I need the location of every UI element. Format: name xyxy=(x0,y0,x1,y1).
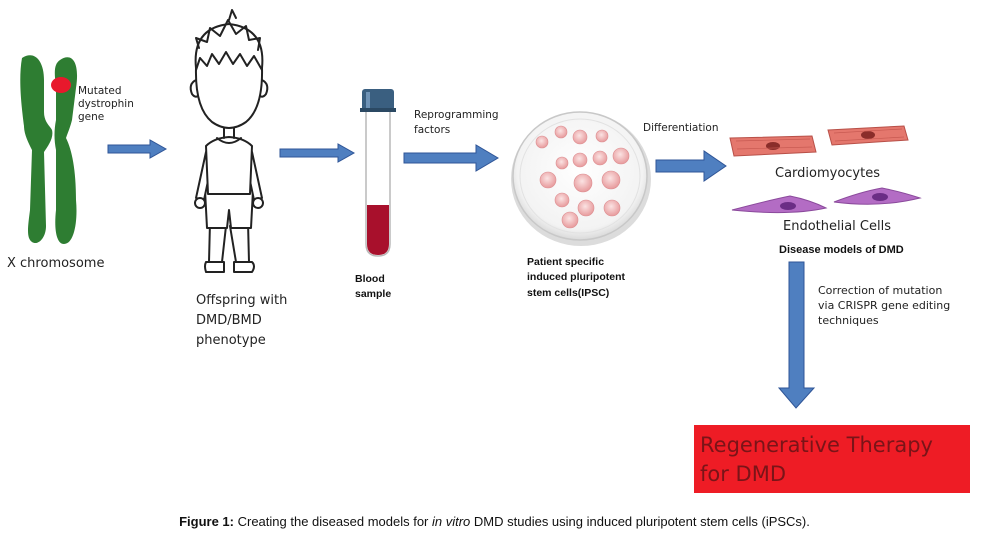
colony xyxy=(554,192,570,208)
shirt xyxy=(205,136,253,195)
mutated-gene-line-1: Mutated xyxy=(78,85,122,97)
endothelial-cell xyxy=(731,195,828,214)
correction-label: Correction of mutation via CRISPR gene e… xyxy=(818,284,950,327)
colony xyxy=(535,135,549,149)
tube-cap-highlight xyxy=(366,92,370,108)
head xyxy=(194,23,264,129)
colony xyxy=(561,211,579,229)
caption-prefix: Figure 1: xyxy=(179,514,234,529)
blood-sample-label: Blood sample xyxy=(355,273,391,300)
mutation-site-marker xyxy=(51,77,71,93)
offspring-line-3: phenotype xyxy=(196,333,266,348)
correction-line-2: via CRISPR gene editing xyxy=(818,299,950,312)
chromatid-left xyxy=(20,55,53,244)
blood-tube xyxy=(360,89,396,257)
offspring-figure xyxy=(189,9,269,273)
reprogramming-line-2: factors xyxy=(414,124,450,136)
correction-line-3: techniques xyxy=(818,314,879,327)
endothelial-cells xyxy=(731,187,922,214)
colony xyxy=(601,170,621,190)
colony xyxy=(612,147,630,165)
ipsc-line-3: stem cells(IPSC) xyxy=(527,287,609,299)
shoe-left xyxy=(204,261,225,273)
colony xyxy=(573,173,593,193)
cardiomyocytes xyxy=(729,125,909,157)
cardiomyocyte-striation xyxy=(833,128,905,142)
mutated-gene-label: Mutated dystrophin gene xyxy=(78,85,134,123)
mutated-gene-line-3: gene xyxy=(78,111,104,123)
colony xyxy=(555,156,569,170)
shorts xyxy=(204,189,254,229)
ear-left xyxy=(189,79,199,98)
endothelial-label: Endothelial Cells xyxy=(783,219,891,234)
hair-fringe xyxy=(195,51,263,71)
ipsc-line-1: Patient specific xyxy=(527,256,604,268)
chromatid-right xyxy=(54,57,78,244)
figure-caption: Figure 1: Creating the diseased models f… xyxy=(0,514,989,529)
petri-dish xyxy=(511,111,651,246)
ipsc-label: Patient specific induced pluripotent ste… xyxy=(527,256,625,299)
caption-text-1: Creating the diseased models for xyxy=(234,514,432,529)
arrow-offspring-to-blood xyxy=(279,143,356,163)
colony xyxy=(595,129,609,143)
colony xyxy=(577,199,595,217)
endothelial-nucleus xyxy=(780,202,796,210)
offspring-label: Offspring with DMD/BMD phenotype xyxy=(196,293,287,348)
therapy-box xyxy=(694,425,970,493)
ipsc-line-2: induced pluripotent xyxy=(527,271,625,283)
colony xyxy=(572,152,588,168)
correction-line-1: Correction of mutation xyxy=(818,284,942,297)
blood-sample-line-2: sample xyxy=(355,288,391,300)
arrow-chromosome-to-offspring xyxy=(107,139,168,159)
tube-cap-rim xyxy=(360,108,396,112)
blood-content xyxy=(367,205,389,255)
hand-right xyxy=(252,197,264,209)
x-chromosome-label: X chromosome xyxy=(7,256,104,271)
endothelial-nucleus xyxy=(872,193,888,201)
colony xyxy=(539,171,557,189)
dish-inner-rim xyxy=(519,118,641,234)
shirt-collar xyxy=(216,137,242,144)
colony xyxy=(592,150,608,166)
therapy-line-2: for DMD xyxy=(700,462,786,486)
x-chromosome xyxy=(20,55,78,244)
disease-models-label: Disease models of DMD xyxy=(779,244,904,256)
arrow-blood-to-ipsc xyxy=(403,144,499,172)
colony xyxy=(603,199,621,217)
caption-italic: in vitro xyxy=(432,514,471,529)
ipsc-colonies xyxy=(535,125,630,229)
blood-sample-line-1: Blood xyxy=(355,273,385,285)
arrow-models-to-therapy xyxy=(777,261,816,409)
arrow-ipsc-to-cells xyxy=(655,150,727,182)
hand-left xyxy=(194,197,206,209)
therapy-line-1: Regenerative Therapy xyxy=(700,433,933,457)
offspring-line-2: DMD/BMD xyxy=(196,313,262,328)
ear-right xyxy=(259,79,269,98)
differentiation-label: Differentiation xyxy=(643,122,718,134)
mutated-gene-line-2: dystrophin xyxy=(78,98,134,110)
reprogramming-line-1: Reprogramming xyxy=(414,109,499,121)
colony xyxy=(554,125,568,139)
caption-text-2: DMD studies using induced pluripotent st… xyxy=(470,514,810,529)
colony xyxy=(572,129,588,145)
cardiomyocyte-nucleus xyxy=(861,131,875,139)
hair-tuft xyxy=(228,9,237,21)
cardiomyocyte-nucleus xyxy=(766,142,780,150)
reprogramming-label: Reprogramming factors xyxy=(414,109,499,136)
cardiomyocytes-label: Cardiomyocytes xyxy=(775,166,880,181)
shoe-right xyxy=(233,261,255,273)
cardiomyocyte-striation xyxy=(735,138,813,150)
offspring-line-1: Offspring with xyxy=(196,293,287,308)
